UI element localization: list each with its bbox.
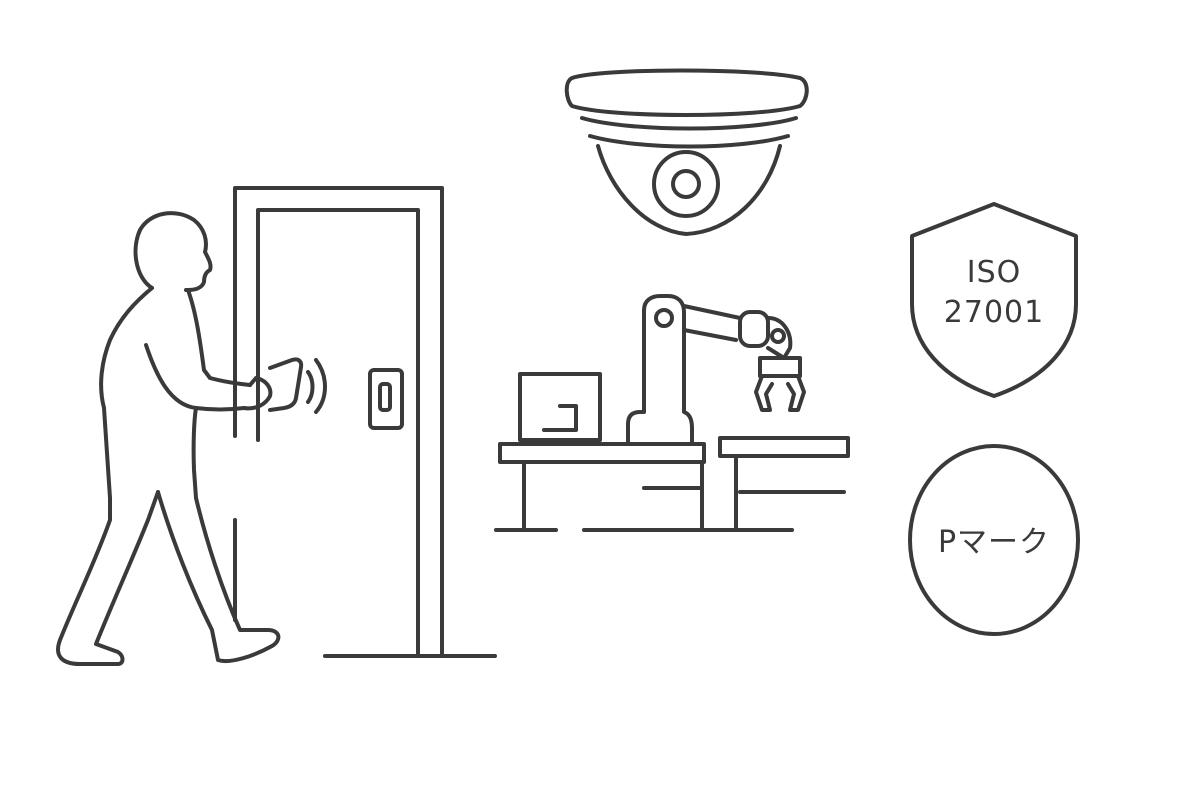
person-walking-icon	[56, 211, 281, 666]
robot-arm-icon	[494, 294, 850, 532]
id-card-icon	[268, 357, 304, 412]
shield-icon	[910, 202, 1078, 398]
card-reader-icon	[368, 368, 404, 430]
pmark-label: Pマーク	[938, 525, 1050, 560]
signal-waves-icon	[306, 358, 327, 414]
iso-shield-badge: ISO 27001	[910, 202, 1078, 398]
circle-badge-icon	[908, 444, 1080, 636]
iso-label: ISO	[967, 255, 1022, 290]
pmark-badge: Pマーク	[908, 444, 1080, 636]
iso-number-label: 27001	[944, 295, 1044, 330]
security-camera-icon	[564, 68, 809, 236]
door-icon	[233, 186, 497, 658]
